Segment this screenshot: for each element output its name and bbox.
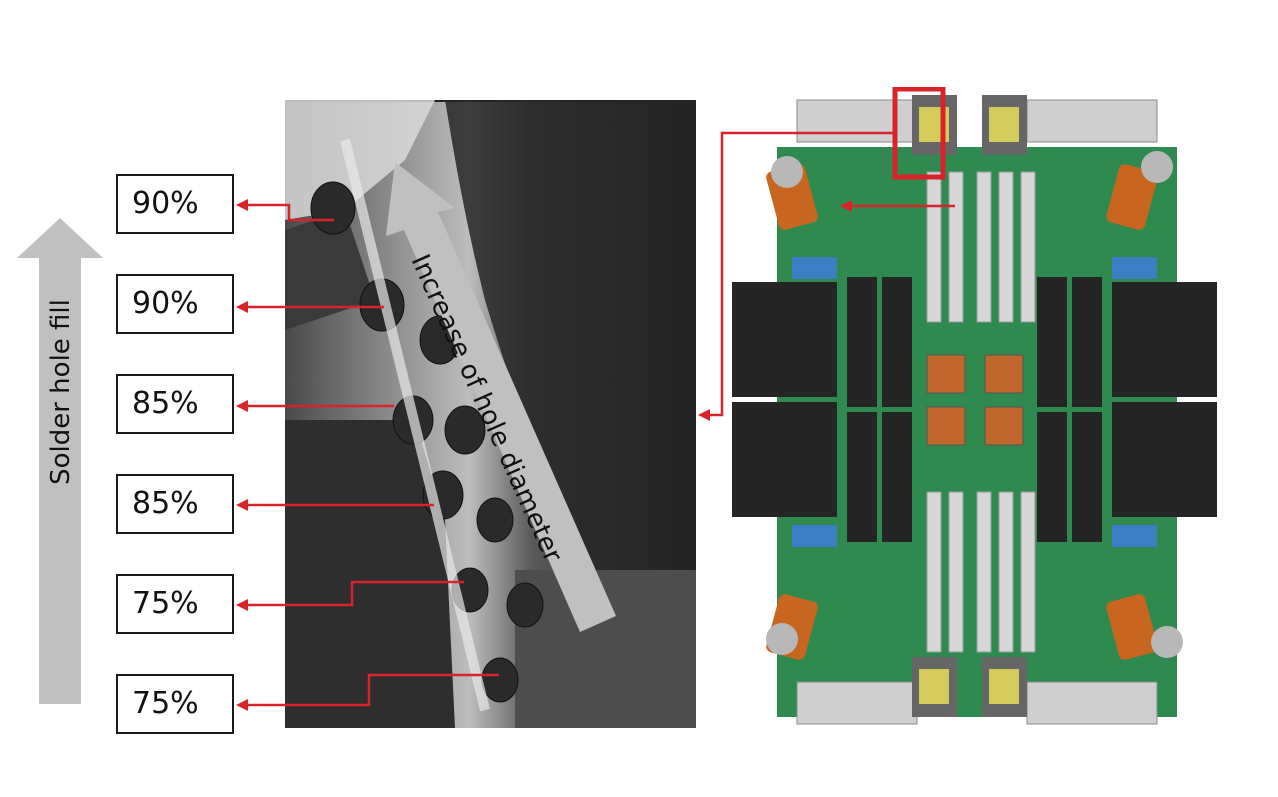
fill-percentage-box-4: 85% (116, 474, 234, 534)
fill-percentage-box-3: 85% (116, 374, 234, 434)
fill-percentage-box-5: 75% (116, 574, 234, 634)
hole-diameter-arrow (380, 160, 640, 640)
solder-fill-axis-label: Solder hole fill (46, 299, 76, 485)
annotation-arrows (234, 160, 754, 730)
fill-percentage-box-1: 90% (116, 174, 234, 234)
pcb-annotation-arrows (690, 80, 970, 430)
pcb-photo (727, 87, 1227, 727)
fill-percentage-box-2: 90% (116, 274, 234, 334)
solder-fill-axis-arrow (17, 218, 103, 704)
fill-percentage-box-6: 75% (116, 674, 234, 734)
